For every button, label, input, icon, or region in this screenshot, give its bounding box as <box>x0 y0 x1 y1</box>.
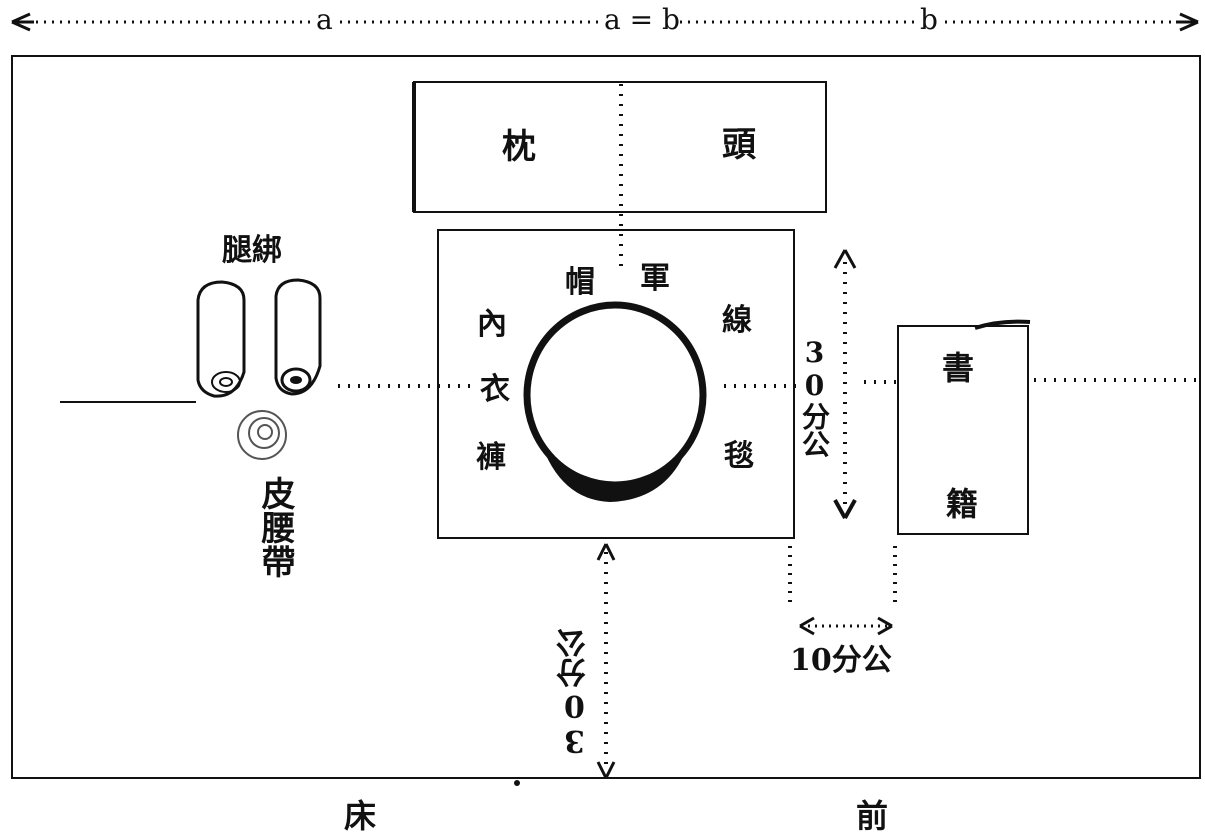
cap-label-right: 軍 <box>640 261 670 296</box>
pillow-label-right: 頭 <box>722 125 756 165</box>
horizontal-gap-label: 10分公 <box>790 643 892 678</box>
books-label-bottom: 籍 <box>946 485 979 523</box>
belt-icon <box>237 410 287 460</box>
scale-label-ab: a = b <box>604 3 680 36</box>
blanket-label-1: 線 <box>722 303 752 338</box>
books <box>897 319 1031 535</box>
left-arrowhead <box>11 12 34 32</box>
belt-label: 皮腰帶 <box>255 476 295 578</box>
bottom-label-left: 床 <box>344 797 377 835</box>
underwear-label-1: 內 <box>477 307 507 342</box>
books-label-top: 書 <box>942 349 975 387</box>
underwear-label-2: 衣 <box>480 372 510 407</box>
leggings-icon <box>196 278 322 398</box>
leggings-label: 腿綁 <box>222 233 282 268</box>
right-gap-label: 30分公 <box>798 336 831 458</box>
cap-label-left: 帽 <box>565 265 595 300</box>
right-arrowhead <box>1176 12 1199 32</box>
scale-label-b: b <box>920 3 938 36</box>
horizontal-gap-marks <box>788 546 897 636</box>
pillow-label-left: 枕 <box>502 127 536 167</box>
top-scale-line <box>11 12 1199 32</box>
pillow <box>412 81 827 270</box>
center-dotted-line <box>60 378 1200 403</box>
scale-label-a: a <box>316 3 333 36</box>
bottom-label-right: 前 <box>856 797 889 835</box>
right-gap-arrow <box>833 249 857 519</box>
cap-icon <box>523 301 707 502</box>
vertical-gap-label: 30分公 <box>557 628 592 758</box>
underwear-label-3: 褲 <box>476 440 506 475</box>
vertical-gap-arrow <box>596 543 616 779</box>
blanket-label-2: 毯 <box>724 439 754 474</box>
